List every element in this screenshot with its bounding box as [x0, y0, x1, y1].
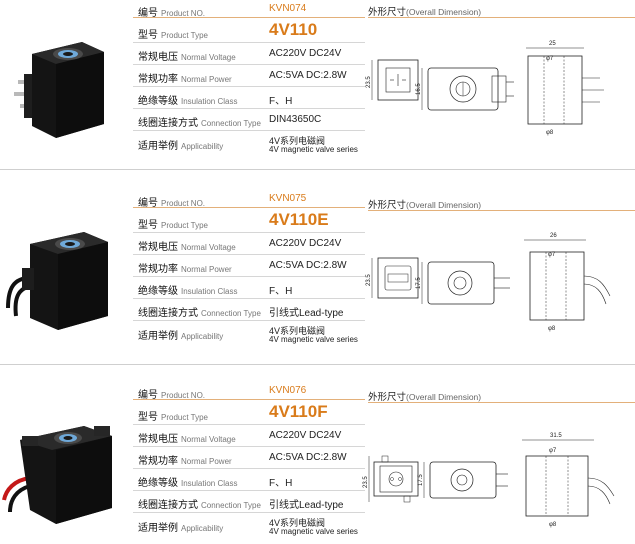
svg-text:φ8: φ8	[546, 130, 554, 136]
coil-image	[6, 232, 108, 330]
svg-text:φ8: φ8	[549, 522, 557, 528]
dimension-drawing-1: 23.5 16.5 25 φ7 φ8	[366, 41, 604, 136]
svg-text:31.5: 31.5	[550, 433, 562, 439]
section-divider	[0, 169, 635, 170]
svg-text:φ7: φ7	[549, 448, 557, 454]
product-no-value: KVN076	[269, 385, 307, 396]
svg-text:17.5: 17.5	[416, 277, 422, 289]
svg-text:φ8: φ8	[548, 326, 556, 332]
dimension-title: 外形尺寸(Overall Dimension)	[368, 392, 482, 403]
voltage-value: AC220V DC24V	[269, 430, 342, 441]
svg-text:23.5: 23.5	[366, 274, 372, 286]
svg-text:17.5: 17.5	[418, 474, 424, 486]
dimension-title: 外形尺寸(Overall Dimension)	[368, 7, 482, 18]
coil-photo-2	[0, 208, 132, 348]
svg-text:23.5: 23.5	[363, 476, 369, 488]
product-type-value: 4V110E	[269, 210, 329, 229]
product-no-value: KVN074	[269, 3, 307, 14]
dimension-drawing-3: 23.5 17.5 31.5 φ7 φ8	[363, 433, 615, 528]
product-type-value: 4V110	[269, 20, 318, 39]
coil-image	[2, 426, 112, 524]
coil-image	[14, 42, 104, 138]
power-value: AC:5VA DC:2.8W	[269, 70, 347, 81]
svg-text:φ7: φ7	[546, 56, 554, 62]
connection-value: 引线式Lead-type	[269, 308, 344, 319]
dimension-drawing-2: 23.5 17.5 26 φ7 φ8	[366, 233, 611, 332]
voltage-value: AC220V DC24V	[269, 238, 342, 249]
svg-text:16.5: 16.5	[416, 83, 422, 95]
coil-photo-1	[0, 18, 132, 158]
insulation-value: F、H	[269, 478, 293, 489]
section-divider	[0, 364, 635, 365]
svg-text:26: 26	[550, 233, 557, 239]
connection-value: 引线式Lead-type	[269, 500, 344, 511]
svg-text:23.5: 23.5	[366, 76, 372, 88]
product-no-value: KVN075	[269, 193, 307, 204]
power-value: AC:5VA DC:2.8W	[269, 452, 347, 463]
insulation-value: F、H	[269, 286, 293, 297]
dimension-title: 外形尺寸(Overall Dimension)	[368, 200, 482, 211]
connection-value: DIN43650C	[269, 114, 322, 125]
product-type-value: 4V110F	[269, 402, 328, 421]
voltage-value: AC220V DC24V	[269, 48, 342, 59]
svg-text:25: 25	[549, 41, 556, 47]
insulation-value: F、H	[269, 96, 293, 107]
svg-text:φ7: φ7	[548, 252, 556, 258]
coil-photo-3	[0, 400, 132, 540]
power-value: AC:5VA DC:2.8W	[269, 260, 347, 271]
